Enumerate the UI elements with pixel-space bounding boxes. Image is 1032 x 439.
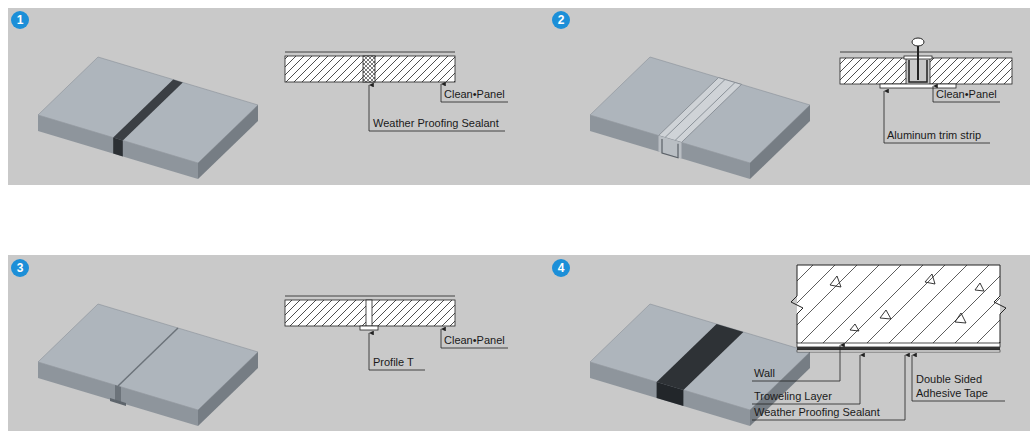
part-label: Weather Proofing Sealant [754, 405, 880, 419]
part-label: Weather Proofing Sealant [373, 116, 499, 130]
callout-number: 1 [11, 11, 29, 29]
section-drawing [791, 265, 1006, 352]
callout-number: 3 [11, 259, 29, 277]
panel-slab [38, 304, 258, 426]
part-label: Clean•Panel [444, 87, 505, 101]
panel-band [8, 8, 1030, 185]
part-label: Clean•Panel [936, 87, 997, 101]
part-label: Profile T [373, 355, 414, 369]
leader-lines [369, 329, 508, 370]
callout-number: 2 [552, 11, 570, 29]
part-label: Aluminum trim strip [887, 128, 981, 142]
callout-number: 4 [552, 259, 570, 277]
leader-lines [884, 86, 1000, 143]
part-label: Double Sided Adhesive Tape [916, 372, 1011, 400]
section-drawing [285, 52, 455, 82]
leader-lines [369, 84, 508, 131]
section-drawing [840, 38, 1012, 88]
part-label: Clean•Panel [444, 333, 505, 347]
part-label: Wall [754, 366, 775, 380]
panel-slab [590, 57, 810, 179]
part-label: Troweling Layer [754, 389, 832, 403]
panel-band [8, 255, 1030, 431]
section-drawing [285, 296, 455, 330]
callout-circles [11, 11, 570, 277]
panel-slab [38, 57, 258, 179]
